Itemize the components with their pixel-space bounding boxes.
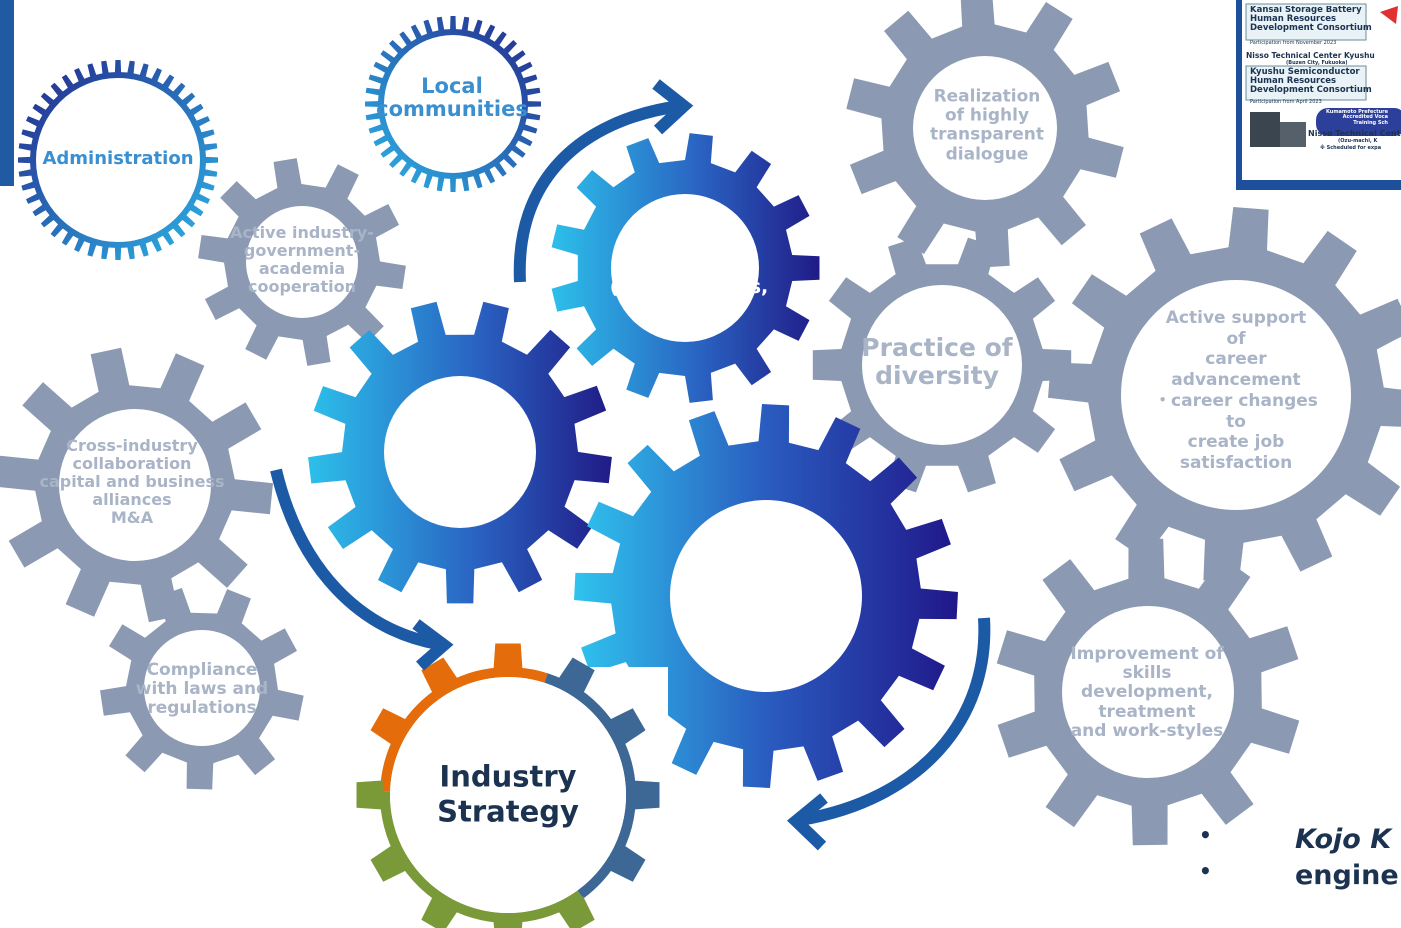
transparent-dialogue-label: Realization of highly transparent dialog… xyxy=(930,86,1044,165)
cs-title: CS xyxy=(428,402,494,453)
strategy-gear-tooth xyxy=(356,780,383,810)
bullet-item: engine xyxy=(1199,858,1399,894)
cycle-arrow-down-left xyxy=(270,468,440,650)
es-gear xyxy=(574,404,958,788)
strategy-gear-slate-segment xyxy=(544,673,636,899)
strategy-gear-center xyxy=(390,677,626,913)
strategy-gear-green-segment xyxy=(380,791,584,923)
thumb-center-2: Nisso Technical Cent xyxy=(1308,129,1401,138)
industry-government-academia-label: Active industry- government- academia co… xyxy=(230,222,374,297)
thumb-note-3: ※ Scheduled for expa xyxy=(1320,145,1382,151)
cycle-arrow-down-right xyxy=(799,617,991,826)
strategy-gear-tooth xyxy=(633,780,660,810)
diversity-gear xyxy=(812,237,1072,493)
ss-subtitle: (Shareholders, etc.) xyxy=(609,276,769,321)
local-communities-label: Local communities xyxy=(376,73,528,121)
cycle-arrow-down-right-head xyxy=(786,793,828,851)
thumb-consortium-1: Kansai Storage Battery Human Resources D… xyxy=(1250,6,1372,33)
cycle-arrow-down-left-head xyxy=(412,619,454,671)
thumbnail-image xyxy=(1236,0,1401,190)
strategy-gear-tooth xyxy=(370,708,407,745)
cycle-arrow-up xyxy=(513,100,681,283)
thumb-note-1: Participation from November 2023 xyxy=(1250,40,1337,46)
left-accent-bar xyxy=(0,0,14,186)
es-subtitle: (Employees) xyxy=(697,613,831,636)
cross-industry-label: Cross-industry collaboration capital and… xyxy=(39,435,225,528)
skills-development-label: Improvement of skills development, treat… xyxy=(1070,643,1224,741)
skills-development-gear xyxy=(996,538,1300,846)
es-title: ES xyxy=(733,552,795,603)
strategy-gear-tooth xyxy=(609,845,646,882)
diversity-label: Practice of diversity xyxy=(861,332,1013,390)
strategy-gear-tooth xyxy=(370,845,407,882)
cs-gear xyxy=(308,301,612,604)
bullet-list: Kojo K engine xyxy=(1199,822,1399,894)
transparent-dialogue-gear xyxy=(846,0,1124,268)
career-support-label: Active support of career advancement ・ca… xyxy=(1154,308,1318,474)
cross-industry-gear xyxy=(0,347,273,623)
strategy-gear-tooth xyxy=(421,657,458,694)
administration-label: Administration xyxy=(42,147,194,169)
thumb-location-2: (Ozu-machi, K xyxy=(1338,138,1378,144)
cycle-arrow-up-head xyxy=(652,79,694,135)
thumb-center-kyushu: Nisso Technical Center Kyushu xyxy=(1246,51,1375,60)
thumb-note-2: Participation from April 2023 xyxy=(1250,99,1322,105)
ss-title: SS xyxy=(660,214,722,265)
ss-gear xyxy=(551,133,820,403)
thumbnail-text-layer: Kansai Storage Battery Human Resources D… xyxy=(1246,6,1401,186)
thumb-consortium-2: Kyushu Semiconductor Human Resources Dev… xyxy=(1250,67,1372,95)
industry-strategy-label: Industry Strategy xyxy=(437,759,579,829)
industry-government-academia-gear xyxy=(198,158,406,366)
strategy-gear-tooth xyxy=(493,643,523,670)
bullet-item: Kojo K xyxy=(1199,822,1399,858)
career-support-gear xyxy=(1048,207,1401,583)
strategy-gear-tooth xyxy=(493,920,523,928)
strategy-gear-tooth xyxy=(558,657,595,694)
strategy-gear-tooth xyxy=(421,896,458,928)
compliance-label: Compliance with laws and regulations xyxy=(135,660,269,719)
strategy-gear-tooth xyxy=(609,708,646,745)
thumb-kumamoto: Kumamoto Prefecture Accredited Voca Trai… xyxy=(1326,109,1388,126)
strategy-gear-tooth xyxy=(558,896,595,928)
thumb-location-1: (Buzen City, Fukuoka) xyxy=(1286,60,1348,66)
compliance-gear xyxy=(100,588,304,790)
cs-subtitle: (Customers/ Clients) xyxy=(395,463,525,508)
